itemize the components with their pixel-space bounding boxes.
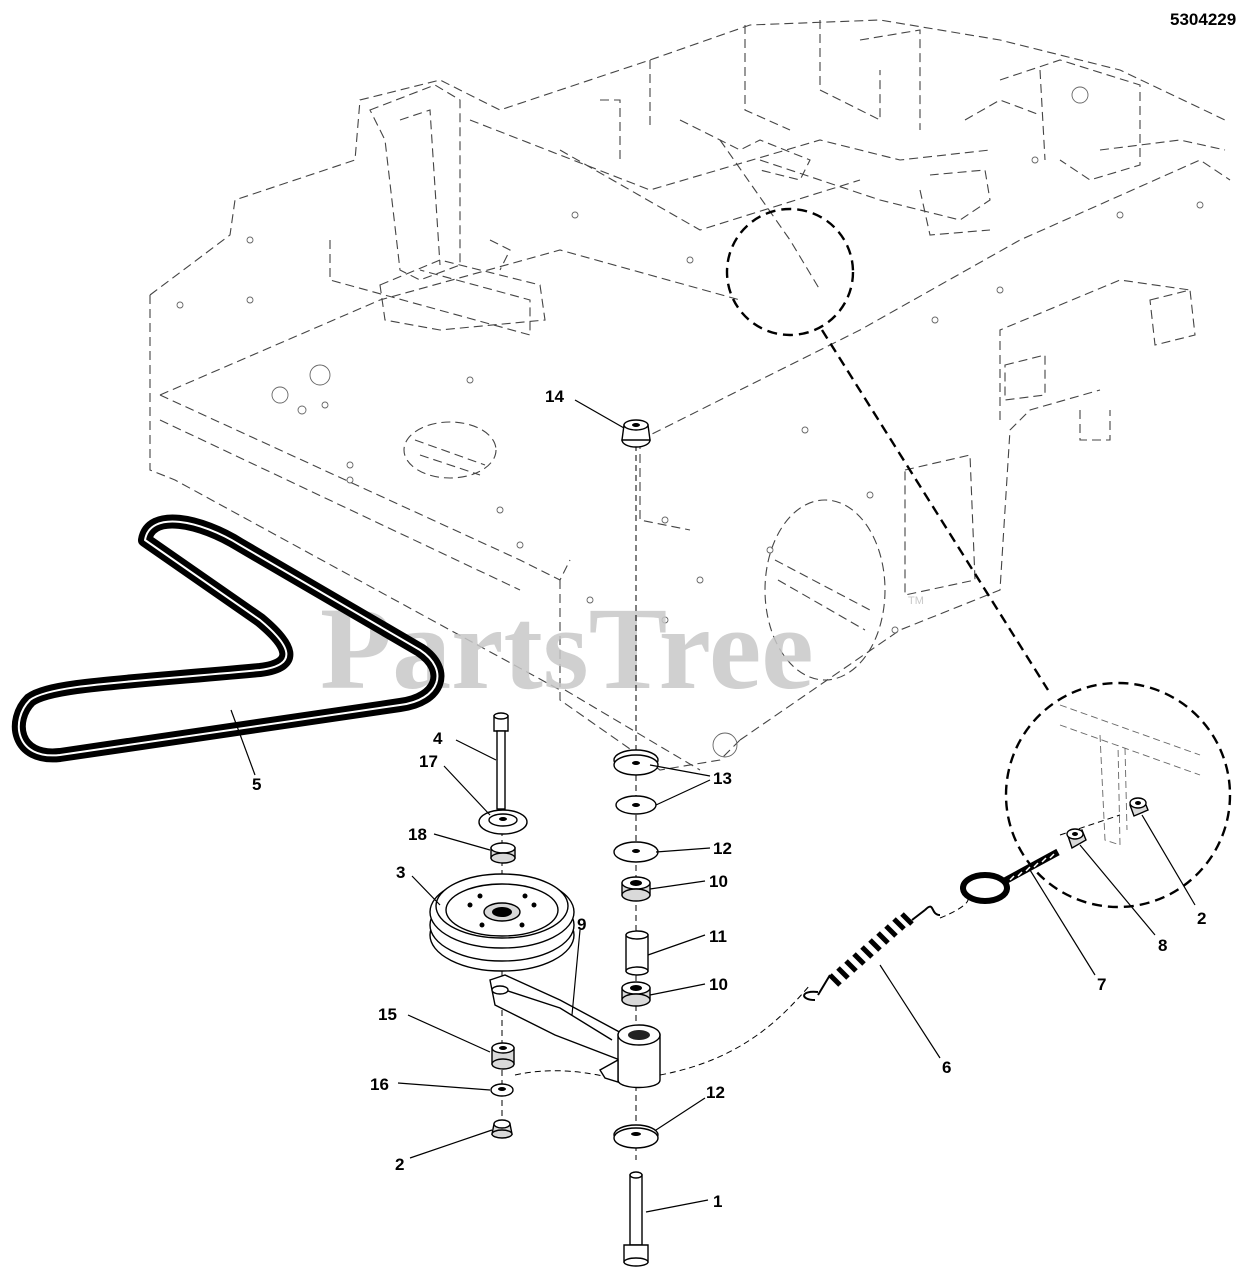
idler-arm [489, 974, 661, 1089]
detail-target-circle [1004, 681, 1232, 909]
nut-2-pulley [491, 1119, 513, 1139]
belt [11, 514, 445, 763]
nut-8 [1066, 828, 1087, 850]
callout-17: 17 [419, 752, 438, 771]
washer-17 [478, 809, 528, 835]
spacer-15 [491, 1042, 515, 1070]
watermark: PartsTree TM [320, 583, 924, 714]
detail-connector-line [820, 329, 1050, 691]
detail-source-circle [725, 207, 855, 337]
callout-9: 9 [577, 915, 586, 934]
document-id: 5304229 [1170, 10, 1236, 29]
idler-pulley [429, 873, 575, 972]
bolt-4 [493, 712, 509, 810]
washers-13 [613, 749, 659, 815]
watermark-text: PartsTree [320, 583, 814, 714]
spacer-18 [490, 842, 516, 864]
callout-12-lower: 12 [706, 1083, 725, 1102]
callout-13: 13 [713, 769, 732, 788]
callout-7: 7 [1097, 975, 1106, 994]
bolt-1 [623, 1171, 649, 1267]
callout-11: 11 [709, 927, 727, 946]
callout-4: 4 [433, 729, 443, 748]
tension-spring [803, 905, 941, 1001]
chassis-holes [176, 86, 1204, 758]
callout-10-lower: 10 [709, 975, 728, 994]
callout-18: 18 [408, 825, 427, 844]
washer-16 [490, 1083, 514, 1097]
callout-2-pulley: 2 [395, 1155, 404, 1174]
callout-2-detail: 2 [1197, 909, 1206, 928]
callout-3: 3 [396, 863, 405, 882]
chassis-phantom [149, 19, 1231, 771]
callout-14: 14 [545, 387, 564, 406]
callout-1: 1 [713, 1192, 722, 1211]
bearing-10-lower [621, 981, 651, 1007]
nut-2-detail [1129, 797, 1149, 817]
flange-nut [621, 419, 651, 448]
eye-bolt [960, 848, 1060, 904]
callout-10-upper: 10 [709, 872, 728, 891]
callout-labels: 14 4 17 18 3 5 9 15 16 2 13 12 10 11 10 … [252, 387, 1206, 1211]
bearing-10-upper [621, 876, 651, 902]
leader-lines [230, 399, 1196, 1213]
spacer-11 [625, 930, 649, 976]
callout-12-upper: 12 [713, 839, 732, 858]
callout-5: 5 [252, 775, 261, 794]
callout-15: 15 [378, 1005, 397, 1024]
callout-6: 6 [942, 1058, 951, 1077]
callout-8: 8 [1158, 936, 1167, 955]
assembly-axes [501, 445, 1121, 1160]
washer-12-upper [613, 841, 659, 863]
washer-12-lower [613, 1124, 659, 1149]
callout-16: 16 [370, 1075, 389, 1094]
detail-view [725, 207, 1232, 909]
watermark-trademark: TM [908, 595, 924, 607]
